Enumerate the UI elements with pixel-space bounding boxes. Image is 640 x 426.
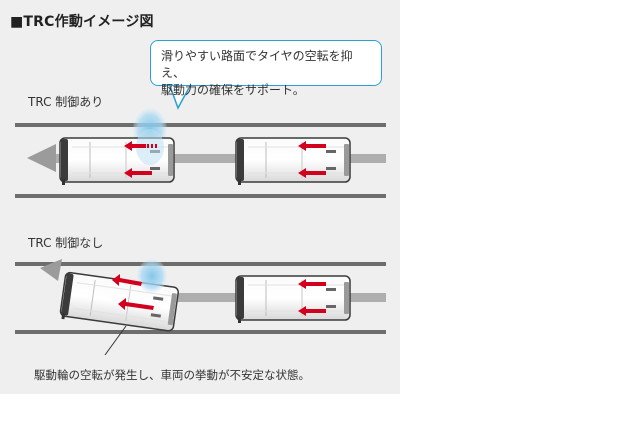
wheel-spin-halo	[136, 129, 164, 165]
trc-callout: 滑りやすい路面でタイヤの空転を抑え、 駆動力の確保をサポート。	[150, 40, 382, 97]
label-trc-on: TRC 制御あり	[28, 95, 104, 109]
travel-direction-arrowhead	[40, 259, 62, 281]
wheel-spin-indicator	[137, 259, 167, 293]
callout-line-2: 駆動力の確保をサポート。	[161, 83, 305, 97]
drive-force-arrow	[298, 306, 326, 316]
drive-force-arrow	[124, 168, 152, 178]
unstable-caption: 駆動輪の空転が発生し、車両の挙動が不安定な状態。	[34, 368, 310, 382]
drive-force-arrow	[298, 141, 326, 151]
diagram-title: ■TRC作動イメージ図	[10, 14, 154, 30]
drive-force-arrow	[298, 279, 326, 289]
caption-pointer-line	[104, 325, 127, 356]
drive-force-arrow	[298, 168, 326, 178]
drive-force-arrow	[112, 274, 142, 286]
vehicle-with-trc-rear	[235, 137, 351, 186]
travel-direction-arrowhead	[27, 144, 56, 172]
vehicle-without-trc-rear	[235, 275, 351, 324]
label-trc-off: TRC 制御なし	[28, 236, 104, 250]
drive-force-arrow	[124, 141, 157, 151]
drive-force-arrow	[118, 298, 154, 310]
callout-line-1: 滑りやすい路面でタイヤの空転を抑え、	[161, 49, 353, 80]
travel-direction-shaft	[50, 154, 386, 163]
